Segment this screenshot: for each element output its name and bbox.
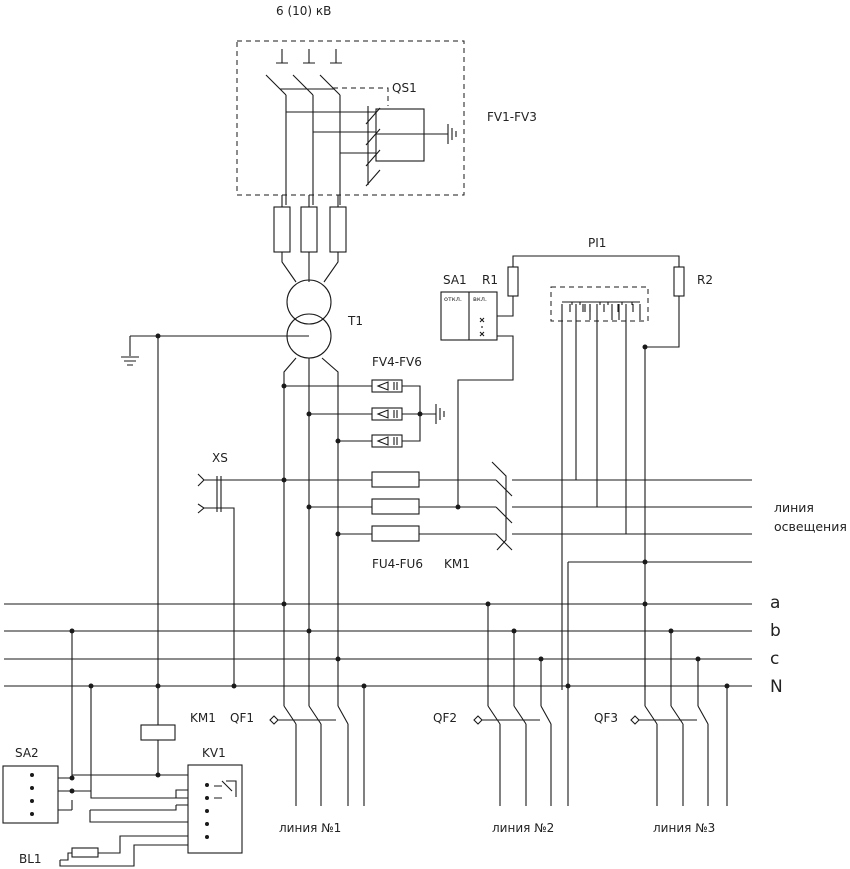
feeder-1-breaker-qf1 (269, 686, 365, 806)
sa1-on-label: вкл. (473, 295, 487, 303)
qf2-label: QF2 (433, 711, 457, 725)
meter-pi1 (550, 286, 649, 690)
sa2-label: SA2 (15, 746, 39, 760)
kv1-label: KV1 (202, 746, 226, 760)
km1-top-label: KM1 (444, 557, 470, 571)
resistor-r1 (507, 255, 680, 297)
control-switch-sa1: откл. вкл. (440, 291, 514, 507)
xs-label: XS (212, 451, 228, 465)
r1-label: R1 (482, 273, 498, 287)
relay-kv1 (71, 631, 243, 854)
lighting-line-label-2: освещения (774, 519, 847, 534)
sa1-off-label: откл. (444, 295, 462, 303)
lighting-line-label-1: линия (774, 500, 814, 515)
transformer-t1 (283, 279, 339, 700)
bus-c-label: c (770, 649, 779, 669)
km1-coil (140, 724, 176, 778)
bl1-label: BL1 (19, 852, 42, 866)
t1-label: T1 (347, 314, 363, 328)
bus-b-label: b (770, 621, 781, 641)
feeder-2-breaker-qf2 (473, 604, 569, 806)
resistor-r2 (645, 266, 685, 348)
fu4-fu6-label: FU4-FU6 (372, 557, 423, 571)
fv1-fv3-label: FV1-FV3 (487, 110, 537, 124)
voltage-title: 6 (10) кВ (276, 4, 331, 18)
km1-bottom-label: KM1 (190, 711, 216, 725)
sa1-label: SA1 (443, 273, 467, 287)
qf3-label: QF3 (594, 711, 618, 725)
surge-arresters-fv4-fv6 (281, 379, 445, 448)
lighting-fuses-fu4-fu6 (284, 471, 496, 542)
neutral-earthing (121, 333, 309, 725)
qs1-label: QS1 (392, 81, 417, 95)
feeder-3-label: линия №3 (653, 821, 715, 835)
fv4-fv6-label: FV4-FV6 (372, 355, 422, 369)
switch-sa2 (2, 765, 91, 824)
sensor-bl1 (59, 835, 188, 867)
socket-xs (197, 473, 287, 686)
feeder-3-breaker-qf3 (630, 604, 728, 806)
hv-fuses (273, 195, 347, 283)
hv-switchgear-block: QS1 (236, 40, 465, 205)
bus-n-label: N (770, 677, 783, 697)
contactor-km1-lighting (491, 461, 752, 563)
bus-a-label: a (770, 593, 780, 613)
pi1-label: PI1 (588, 236, 606, 250)
feeder-1-label: линия №1 (279, 821, 341, 835)
main-buses (4, 562, 752, 689)
feeder-2-label: линия №2 (492, 821, 554, 835)
r2-label: R2 (697, 273, 713, 287)
qf1-label: QF1 (230, 711, 254, 725)
